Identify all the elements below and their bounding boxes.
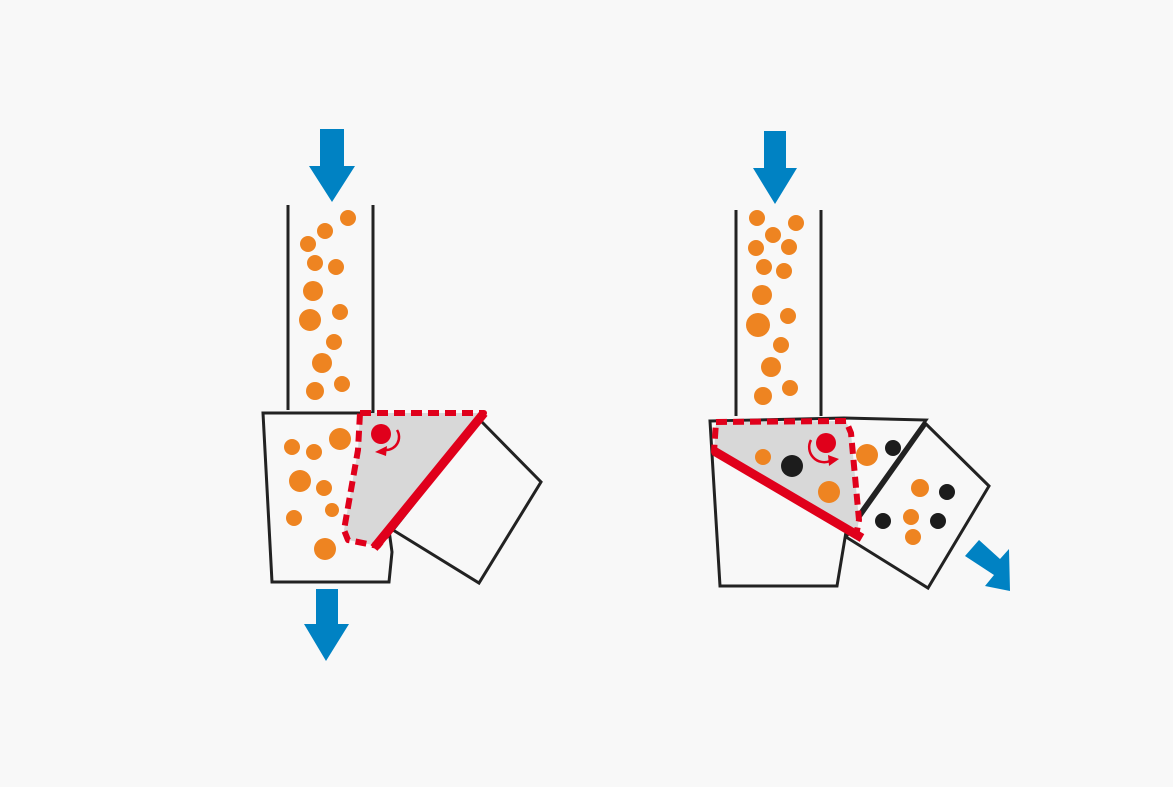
foreign-particle — [930, 513, 946, 529]
pellet-group-inlet — [746, 210, 804, 405]
flap-pivot — [371, 424, 391, 444]
pellet — [746, 313, 770, 337]
side-outlet-box — [843, 421, 991, 591]
pellet — [773, 337, 789, 353]
pellet — [299, 309, 321, 331]
pellet — [329, 428, 351, 450]
pellet — [317, 223, 333, 239]
pellet — [761, 357, 781, 377]
pellet — [756, 259, 772, 275]
pellet — [314, 538, 336, 560]
valve-body — [261, 411, 394, 584]
flap-blade — [370, 410, 488, 551]
pellet-group-body — [284, 428, 351, 560]
rotation-arrow-head-icon — [375, 446, 387, 456]
inlet-arrow-icon — [753, 131, 797, 204]
pellet — [334, 376, 350, 392]
pellet — [289, 470, 311, 492]
pellet — [326, 334, 342, 350]
outlet-arrow-down-icon — [304, 589, 349, 661]
particle-group-body — [755, 440, 901, 503]
foreign-particle — [781, 455, 803, 477]
flap-blade — [711, 447, 865, 542]
pellet — [316, 480, 332, 496]
pellet — [776, 263, 792, 279]
pellet-group-inlet — [299, 210, 356, 400]
outlet-arrow-side-icon — [965, 540, 1010, 591]
pellet — [818, 481, 840, 503]
pellet — [284, 439, 300, 455]
pellet — [328, 259, 344, 275]
inlet-arrow-icon — [309, 129, 355, 202]
rotation-arrow-icon — [807, 439, 831, 464]
pellet — [325, 503, 339, 517]
pellet — [748, 240, 764, 256]
pellet — [303, 281, 323, 301]
pellet — [780, 308, 796, 324]
pellet — [903, 509, 919, 525]
diverter-state-passing — [261, 129, 543, 661]
pellet — [312, 353, 332, 373]
pellet — [754, 387, 772, 405]
particle-group-outlet — [875, 479, 955, 545]
foreign-particle — [939, 484, 955, 500]
pellet — [781, 239, 797, 255]
rotation-arrow-head-icon — [828, 455, 839, 466]
pellet — [782, 380, 798, 396]
flap-pivot — [816, 433, 836, 453]
diverter-state-rejecting — [708, 131, 1010, 591]
pellet — [286, 510, 302, 526]
rotation-arrow-icon — [385, 429, 401, 452]
pellet — [755, 449, 771, 465]
pellet — [749, 210, 765, 226]
pellet — [300, 236, 316, 252]
pellet — [340, 210, 356, 226]
pellet — [752, 285, 772, 305]
pellet — [856, 444, 878, 466]
pellet — [788, 215, 804, 231]
foreign-particle — [885, 440, 901, 456]
pellet — [306, 444, 322, 460]
pellet — [911, 479, 929, 497]
pellet — [307, 255, 323, 271]
pellet — [905, 529, 921, 545]
foreign-particle — [875, 513, 891, 529]
pellet — [332, 304, 348, 320]
pellet — [306, 382, 324, 400]
pellet — [765, 227, 781, 243]
